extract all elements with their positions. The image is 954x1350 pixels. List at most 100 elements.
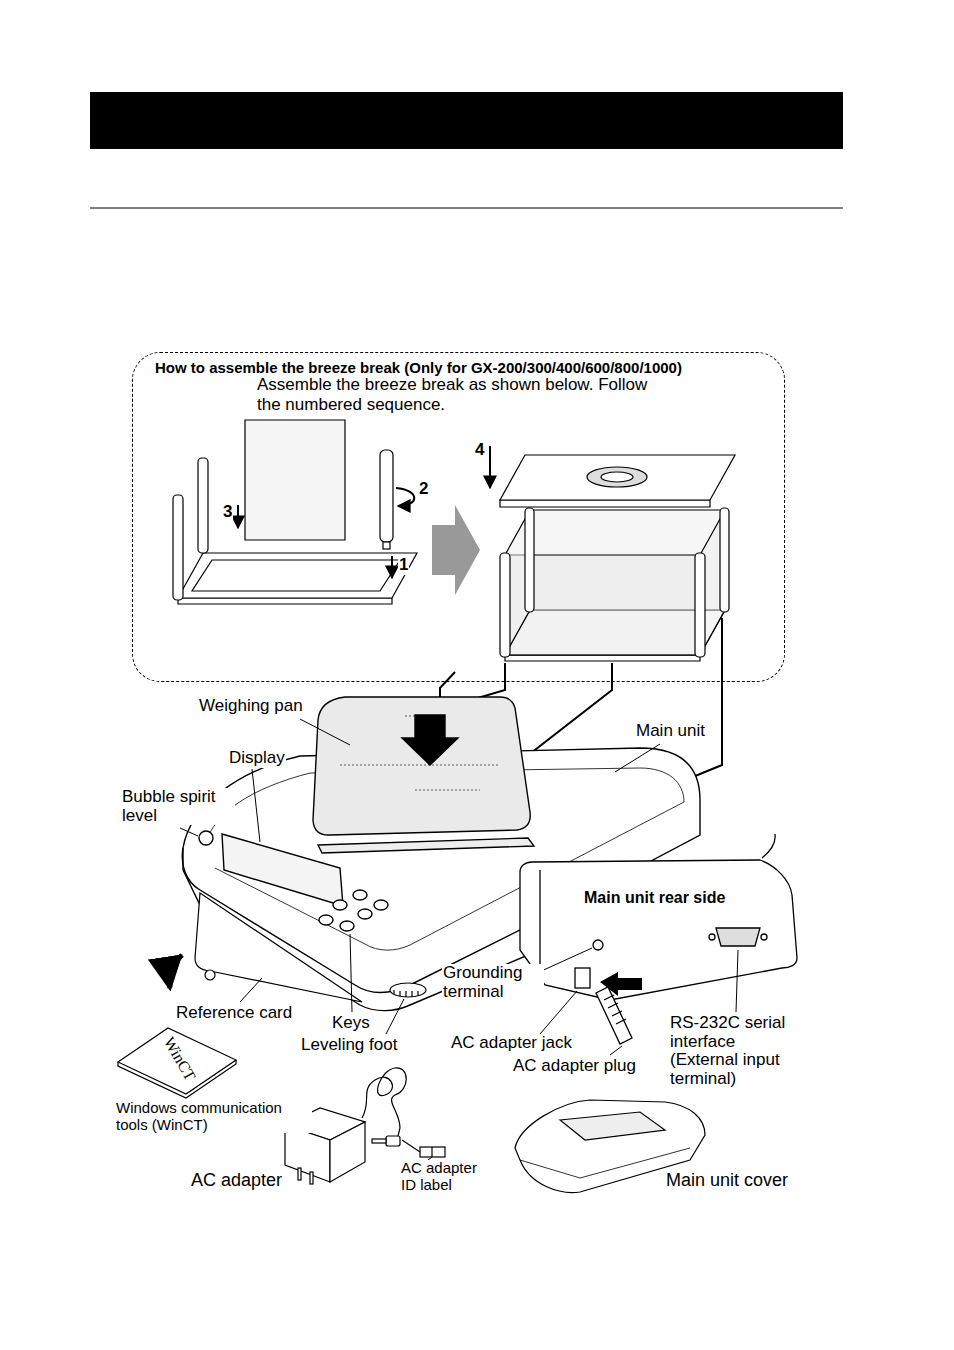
breeze-break-parts bbox=[391, 556, 393, 578]
rear-side-inset bbox=[600, 972, 642, 996]
part-label: Main unit bbox=[635, 722, 706, 741]
panel-heading: How to assemble the breeze break (Only f… bbox=[155, 359, 682, 376]
wincT-book bbox=[118, 1028, 236, 1098]
breeze-break-parts bbox=[173, 420, 417, 604]
breeze-break-assembled bbox=[500, 455, 735, 500]
reference-card bbox=[195, 893, 362, 1002]
breeze-break-assembled bbox=[500, 500, 710, 507]
callout-number: 2 bbox=[418, 480, 429, 499]
part-label: Keys bbox=[331, 1014, 371, 1033]
rear-side-inset bbox=[520, 834, 797, 1044]
breeze-break-assembled bbox=[490, 446, 735, 661]
leader-lines bbox=[736, 950, 738, 1012]
ac-adapter bbox=[330, 1122, 365, 1182]
breeze-break-parts bbox=[396, 488, 414, 506]
ac-adapter bbox=[386, 1136, 400, 1146]
main-unit bbox=[415, 790, 480, 791]
breeze-break-assembled bbox=[489, 446, 491, 488]
breeze-break-assembled bbox=[601, 472, 633, 482]
part-label: Windows communication tools (WinCT) bbox=[115, 1100, 312, 1133]
ac-adapter bbox=[372, 1139, 386, 1143]
breeze-break-assembled bbox=[500, 553, 510, 657]
part-label: AC adapter jack bbox=[450, 1034, 573, 1053]
breeze-break-parts bbox=[245, 420, 345, 540]
reference-card bbox=[205, 970, 215, 980]
breeze-break-parts bbox=[380, 450, 393, 542]
ac-adapter bbox=[310, 1172, 313, 1184]
leader-lines bbox=[615, 744, 660, 772]
leader-lines bbox=[350, 934, 352, 1012]
ac-adapter bbox=[298, 1168, 301, 1180]
rear-side-inset bbox=[762, 834, 775, 858]
rear-side-inset bbox=[716, 928, 760, 946]
header-bar bbox=[90, 208, 843, 209]
rear-side-inset bbox=[761, 934, 767, 940]
breeze-break-parts bbox=[192, 560, 400, 591]
panel-note: Assemble the breeze break as shown below… bbox=[257, 375, 649, 414]
leader-lines bbox=[180, 719, 738, 1160]
breeze-break-parts bbox=[173, 495, 183, 600]
main-unit bbox=[333, 900, 347, 910]
ac-adapter bbox=[285, 1125, 330, 1182]
breeze-break-parts bbox=[383, 542, 390, 549]
main-unit bbox=[319, 915, 333, 925]
rear-side-inset bbox=[604, 995, 626, 1024]
part-label: AC adapter bbox=[190, 1171, 283, 1191]
part-label: Leveling foot bbox=[300, 1036, 398, 1055]
breeze-break-parts bbox=[178, 553, 417, 598]
main-unit bbox=[340, 765, 500, 766]
leveling-foot bbox=[390, 983, 426, 997]
ac-adapter bbox=[420, 1147, 445, 1157]
leader-lines bbox=[252, 769, 260, 842]
breeze-break-parts bbox=[237, 505, 239, 528]
reference-card bbox=[170, 893, 363, 1002]
main-unit bbox=[182, 848, 183, 870]
inset-title: Main unit rear side bbox=[583, 889, 726, 907]
main-unit bbox=[199, 831, 213, 845]
rear-side-inset bbox=[575, 968, 590, 988]
ac-adapter bbox=[402, 1140, 420, 1152]
main-unit bbox=[358, 909, 372, 919]
ac-adapter bbox=[431, 1147, 432, 1157]
header-bar bbox=[90, 92, 843, 149]
rear-side-inset bbox=[520, 860, 797, 1000]
transition-arrow bbox=[432, 505, 480, 595]
breeze-break-assembled bbox=[720, 508, 729, 612]
breeze-break-assembled bbox=[505, 655, 700, 661]
callout-number: 3 bbox=[222, 503, 233, 522]
part-label: AC adapter ID label bbox=[400, 1160, 497, 1193]
leader-lines bbox=[386, 999, 404, 1034]
main-unit bbox=[340, 921, 354, 931]
leader-lines bbox=[240, 978, 262, 1002]
main-unit bbox=[353, 890, 367, 900]
part-label: Main unit cover bbox=[665, 1171, 789, 1191]
leader-lines bbox=[610, 1046, 622, 1055]
leader-lines bbox=[180, 828, 198, 836]
breeze-break-parts bbox=[178, 598, 392, 604]
wincT-book bbox=[118, 1028, 236, 1094]
main-unit-cover bbox=[560, 1112, 665, 1140]
breeze-break-assembled bbox=[587, 467, 647, 487]
breeze-break-assembled bbox=[525, 508, 534, 612]
main-unit bbox=[318, 838, 534, 853]
callout-number: 4 bbox=[474, 441, 485, 460]
part-label: AC adapter plug bbox=[512, 1057, 637, 1076]
breeze-break-assembled bbox=[695, 553, 705, 657]
reference-card bbox=[170, 955, 183, 988]
leader-lines bbox=[300, 719, 350, 745]
main-unit bbox=[313, 697, 530, 835]
main-unit bbox=[374, 900, 388, 910]
part-label: Reference card bbox=[175, 1004, 293, 1023]
part-label: RS-232C serial interface (External input… bbox=[669, 1014, 803, 1089]
leveling-foot bbox=[390, 983, 426, 997]
callout-number: 1 bbox=[398, 556, 409, 575]
breeze-break-parts bbox=[198, 458, 208, 553]
main-unit bbox=[402, 715, 458, 765]
part-label: Display bbox=[228, 749, 286, 768]
leader-lines bbox=[540, 991, 577, 1034]
rear-side-inset bbox=[596, 987, 632, 1044]
part-label: Weighing pan bbox=[198, 697, 304, 716]
